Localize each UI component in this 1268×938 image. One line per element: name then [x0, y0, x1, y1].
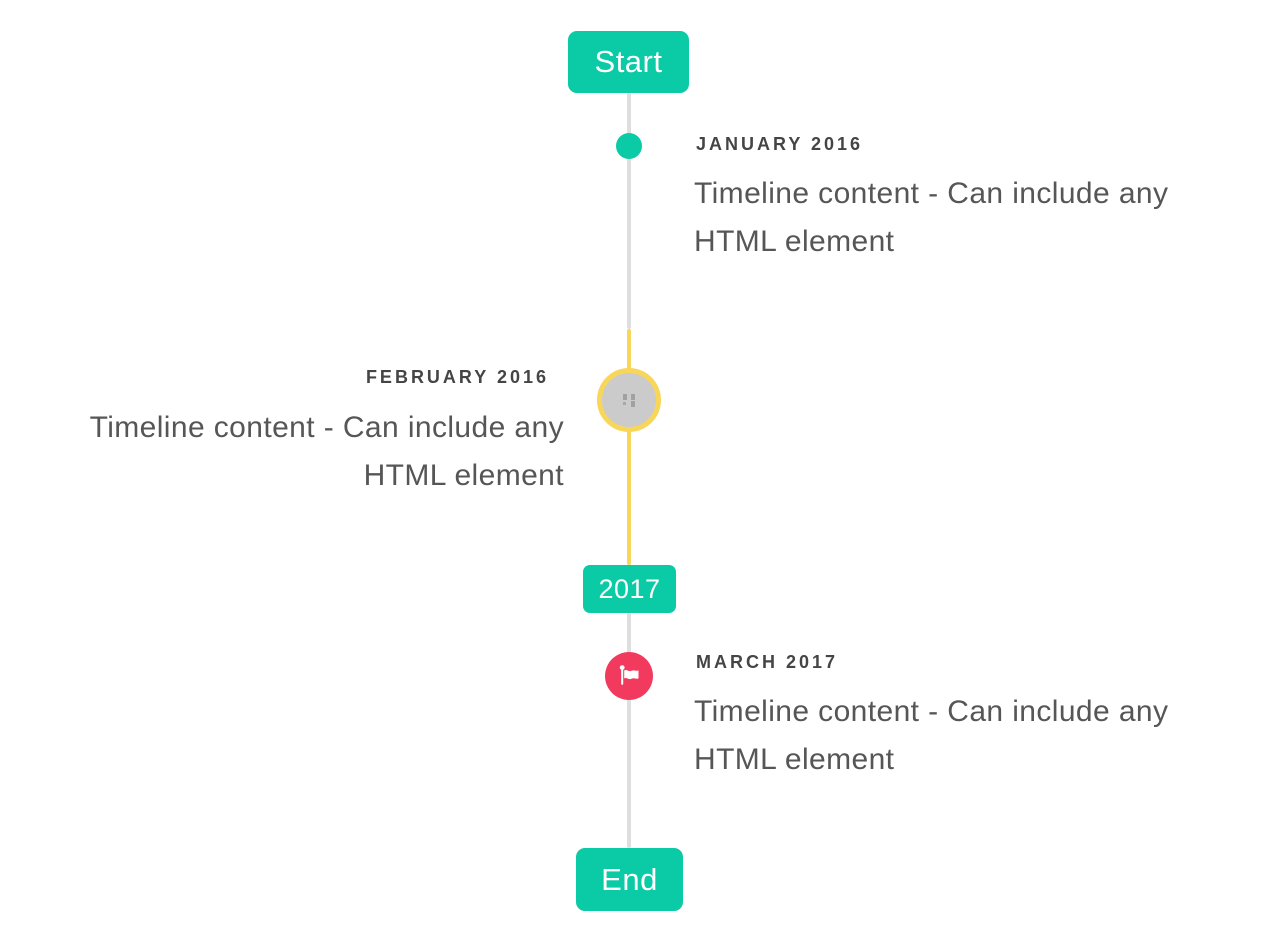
item-content-text: Timeline content - Can include any HTML … — [694, 695, 1169, 776]
timeline-line-segment-bottom — [627, 613, 631, 848]
flag-icon — [616, 663, 642, 689]
item-content-text: Timeline content - Can include any HTML … — [89, 411, 564, 492]
timeline-marker-march — [605, 652, 653, 700]
broken-image-icon — [620, 391, 638, 409]
item-date-label: FEBRUARY 2016 — [365, 367, 549, 387]
item-date-label: MARCH 2017 — [696, 652, 839, 672]
timeline-line-segment-highlight — [627, 329, 631, 565]
year-2017-badge[interactable]: 2017 — [583, 565, 676, 613]
end-badge[interactable]: End — [576, 848, 683, 911]
timeline-marker-february — [597, 368, 661, 432]
start-badge[interactable]: Start — [568, 31, 689, 93]
timeline-line-segment-top — [627, 93, 631, 329]
timeline-marker-january — [616, 133, 642, 159]
item-content-text: Timeline content - Can include any HTML … — [694, 177, 1169, 258]
item-date-label: JANUARY 2016 — [696, 134, 864, 154]
